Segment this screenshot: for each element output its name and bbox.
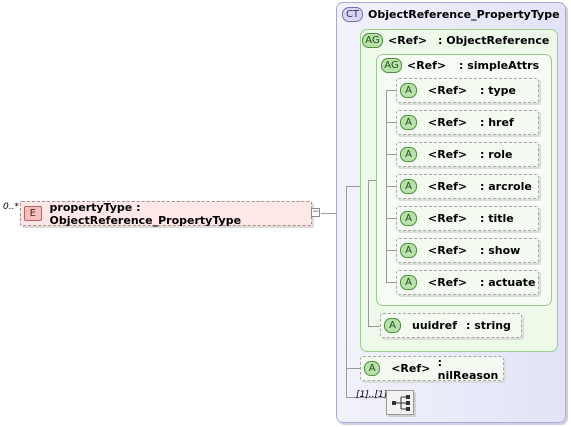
attribute-group-inner-header: AG <Ref> : simpleAttrs — [381, 58, 539, 73]
element-cardinality: 0..* — [3, 202, 19, 212]
attribute-badge: A — [384, 318, 401, 333]
attribute-type-label: : title — [480, 212, 514, 225]
sequence-icon — [392, 395, 410, 411]
attribute-group-badge: AG — [362, 33, 383, 48]
attribute-badge: A — [400, 179, 417, 194]
attribute-ref: <Ref> — [428, 84, 468, 97]
element-badge: E — [24, 206, 42, 221]
attribute-badge: A — [400, 243, 417, 258]
attribute-type-label: : arcrole — [480, 180, 532, 193]
attribute-ref: <Ref> — [428, 148, 468, 161]
attribute-type-label: : type — [480, 84, 516, 97]
collapse-toggle-icon[interactable]: − — [311, 207, 320, 217]
attribute-badge: A — [400, 275, 417, 290]
element-label: propertyType : ObjectReference_PropertyT… — [49, 200, 242, 227]
attribute-type-label: : actuate — [480, 276, 536, 289]
sequence-cardinality: [1]..[1] — [356, 390, 388, 400]
attribute-ref: <Ref> — [428, 180, 468, 193]
attribute-actuate[interactable]: A <Ref> : actuate — [396, 270, 539, 295]
attribute-ref: <Ref> — [391, 362, 431, 375]
sequence-compositor[interactable] — [386, 390, 414, 415]
attribute-group-outer-type: : ObjectReference — [438, 34, 550, 47]
attribute-type-label: : nilReason — [437, 355, 499, 382]
attribute-arcrole[interactable]: A <Ref> : arcrole — [396, 174, 539, 199]
attribute-ref: <Ref> — [428, 116, 468, 129]
attribute-group-outer-header: AG <Ref> : ObjectReference — [362, 33, 549, 48]
attribute-ref: <Ref> — [428, 276, 468, 289]
attribute-group-outer-ref: <Ref> — [388, 34, 428, 47]
attribute-badge: A — [400, 147, 417, 162]
attribute-type-label: : string — [465, 319, 511, 332]
attribute-role[interactable]: A <Ref> : role — [396, 142, 539, 167]
complex-type-badge: CT — [342, 7, 363, 22]
attribute-show[interactable]: A <Ref> : show — [396, 238, 539, 263]
attribute-uuidref[interactable]: A uuidref : string — [380, 313, 522, 338]
attribute-badge: A — [400, 83, 417, 98]
attribute-name: uuidref — [412, 319, 457, 332]
attribute-type-label: : href — [480, 116, 514, 129]
attribute-href[interactable]: A <Ref> : href — [396, 110, 539, 135]
element-property-type[interactable]: E propertyType : ObjectReference_Propert… — [20, 200, 312, 227]
complex-type-name: ObjectReference_PropertyType — [368, 8, 560, 21]
attribute-group-inner-type: : simpleAttrs — [459, 59, 540, 72]
attribute-ref: <Ref> — [428, 244, 468, 257]
attribute-title[interactable]: A <Ref> : title — [396, 206, 539, 231]
attribute-group-inner-ref: <Ref> — [407, 59, 447, 72]
attribute-badge: A — [364, 361, 381, 376]
attribute-type-label: : role — [480, 148, 513, 161]
complex-type-header: CT ObjectReference_PropertyType — [342, 7, 560, 22]
attribute-ref: <Ref> — [428, 212, 468, 225]
attribute-badge: A — [400, 115, 417, 130]
attribute-group-badge: AG — [381, 58, 402, 73]
attribute-type[interactable]: A <Ref> : type — [396, 78, 539, 103]
attribute-nil-reason[interactable]: A <Ref> : nilReason — [360, 355, 504, 382]
attribute-badge: A — [400, 211, 417, 226]
attribute-type-label: : show — [480, 244, 521, 257]
